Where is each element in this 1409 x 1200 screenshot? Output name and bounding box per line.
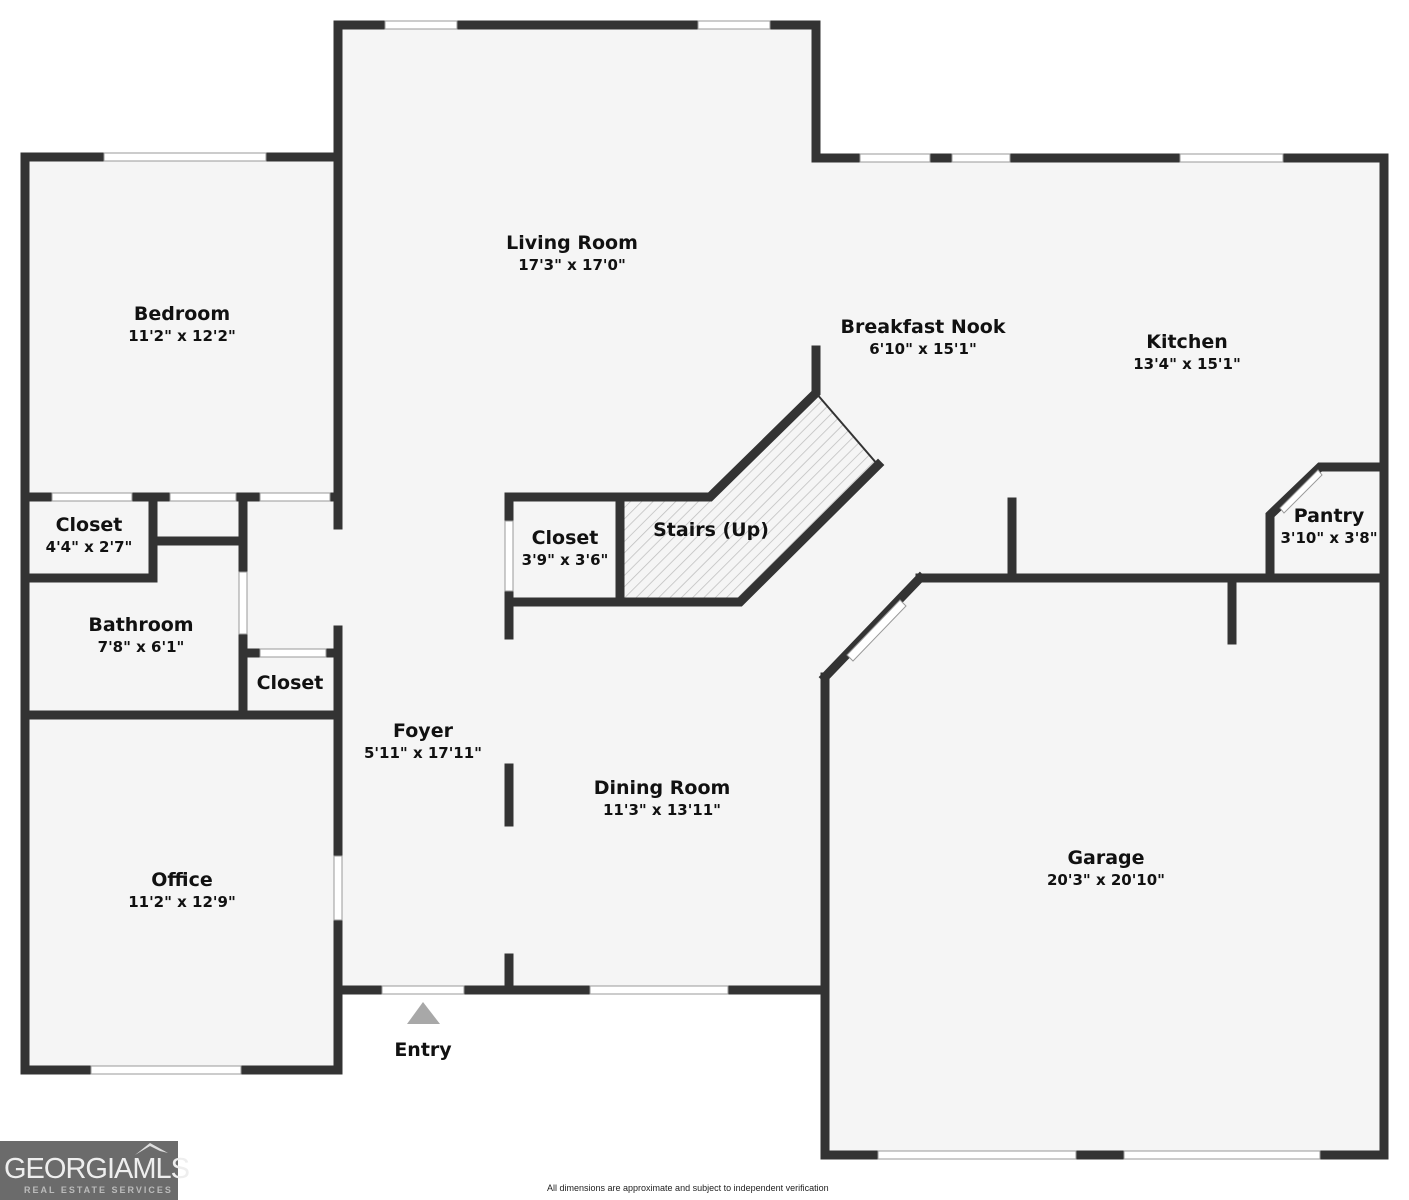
room-closet-foyer: Closet	[256, 672, 324, 694]
georgiamls-logo: GEORGIAMLS REAL ESTATE SERVICES	[0, 1141, 190, 1200]
entry-arrow-icon	[407, 1002, 440, 1024]
disclaimer: All dimensions are approximate and subje…	[547, 1183, 829, 1193]
entry-label: Entry	[394, 1039, 452, 1061]
room-stairs: Stairs (Up)	[653, 519, 769, 541]
windows	[51, 20, 1323, 1160]
stairs	[620, 393, 878, 602]
floor-area	[25, 25, 1384, 1155]
